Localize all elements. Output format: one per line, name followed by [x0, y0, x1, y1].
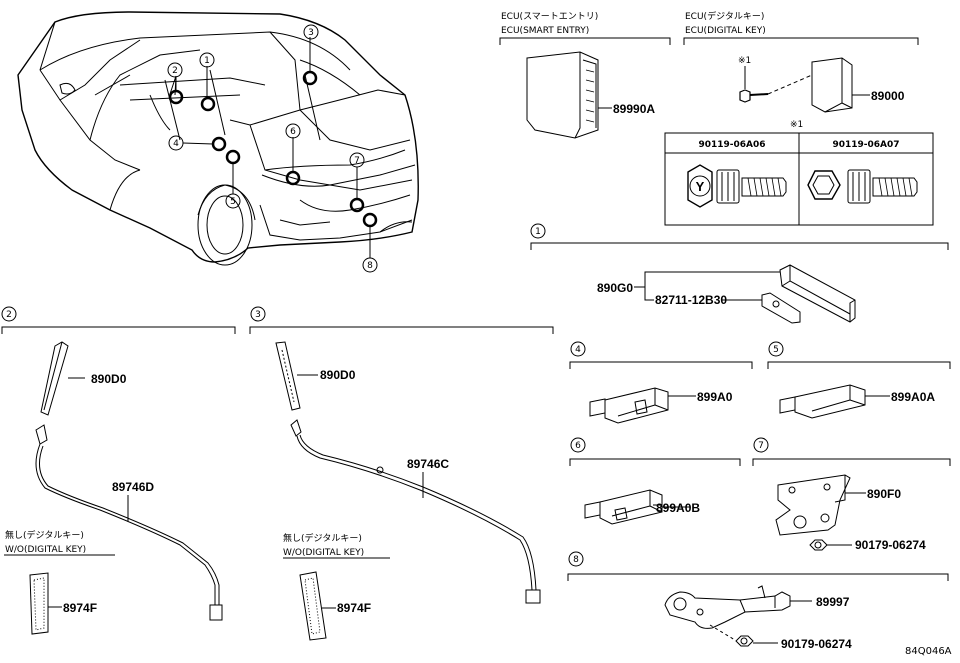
screw-mark-label: ※1 — [738, 56, 751, 66]
callout-2-label: 2 — [172, 66, 178, 76]
part-8974F-sec2[interactable]: 8974F — [63, 601, 97, 615]
bolt-col2-header: 90119-06A07 — [832, 140, 899, 150]
ecu-smart-en-label: ECU(SMART ENTRY) — [501, 26, 589, 36]
sec2-wo-jp-label: 無し(デジタルキー) — [5, 529, 84, 541]
callout-7-label: 7 — [354, 156, 360, 166]
part-899A0B[interactable]: 899A0B — [656, 501, 700, 515]
part-89990A[interactable]: 89990A — [613, 102, 655, 116]
callout-8-label: 8 — [367, 261, 373, 271]
section-7 — [752, 437, 951, 551]
callout-4-label: 4 — [173, 139, 179, 149]
callout-1-label: 1 — [204, 56, 210, 66]
diagram-code: 84Q046A — [905, 646, 952, 657]
part-90179-06274-sec7[interactable]: 90179-06274 — [855, 538, 926, 552]
ecu-smart-jp-label: ECU(スマートエントリ) — [501, 12, 598, 22]
part-899A0[interactable]: 899A0 — [697, 390, 733, 404]
part-8974F-sec3[interactable]: 8974F — [337, 601, 371, 615]
part-890D0-sec3[interactable]: 890D0 — [320, 368, 356, 382]
section-3 — [249, 306, 554, 641]
part-82711-12B30[interactable]: 82711-12B30 — [655, 293, 727, 307]
part-89746C[interactable]: 89746C — [407, 457, 449, 471]
callout-3-label: 3 — [308, 28, 314, 38]
vehicle-illustration — [17, 11, 419, 273]
ecu-digital-key-group — [683, 37, 919, 113]
sec3-number: 3 — [255, 310, 261, 320]
sec2-number: 2 — [6, 310, 12, 320]
bolt-table — [664, 132, 934, 226]
part-89746D[interactable]: 89746D — [112, 480, 154, 494]
section-4 — [569, 341, 753, 424]
part-89997[interactable]: 89997 — [816, 595, 850, 609]
part-890G0[interactable]: 890G0 — [597, 281, 633, 295]
sec3-wo-jp-label: 無し(デジタルキー) — [283, 532, 362, 544]
sec6-number: 6 — [575, 441, 581, 451]
section-1 — [530, 223, 949, 324]
section-5 — [767, 341, 951, 419]
section-8 — [567, 551, 949, 647]
part-890D0-sec2[interactable]: 890D0 — [91, 372, 127, 386]
sec5-number: 5 — [773, 345, 779, 355]
sec2-wo-en-label: W/O(DIGITAL KEY) — [5, 545, 86, 555]
bolt-table-mark-label: ※1 — [790, 120, 803, 130]
bolt-col1-header: 90119-06A06 — [698, 140, 765, 150]
ecu-digital-en-label: ECU(DIGITAL KEY) — [685, 26, 766, 36]
part-90179-06274-sec8[interactable]: 90179-06274 — [781, 637, 852, 651]
sec7-number: 7 — [758, 441, 764, 451]
part-890F0[interactable]: 890F0 — [867, 487, 901, 501]
sec8-number: 8 — [573, 555, 579, 565]
sec3-wo-en-label: W/O(DIGITAL KEY) — [283, 548, 364, 558]
callout-5-label: 5 — [230, 197, 236, 207]
section-6 — [569, 437, 741, 525]
part-89000[interactable]: 89000 — [871, 89, 905, 103]
bolt-y-mark: Y — [696, 179, 705, 194]
callout-6-label: 6 — [290, 127, 296, 137]
part-899A0A[interactable]: 899A0A — [891, 390, 935, 404]
section-2 — [1, 306, 236, 635]
ecu-smart-entry-group — [499, 37, 671, 139]
sec1-number: 1 — [535, 227, 541, 237]
ecu-digital-jp-label: ECU(デジタルキー) — [685, 10, 764, 22]
sec4-number: 4 — [575, 345, 581, 355]
